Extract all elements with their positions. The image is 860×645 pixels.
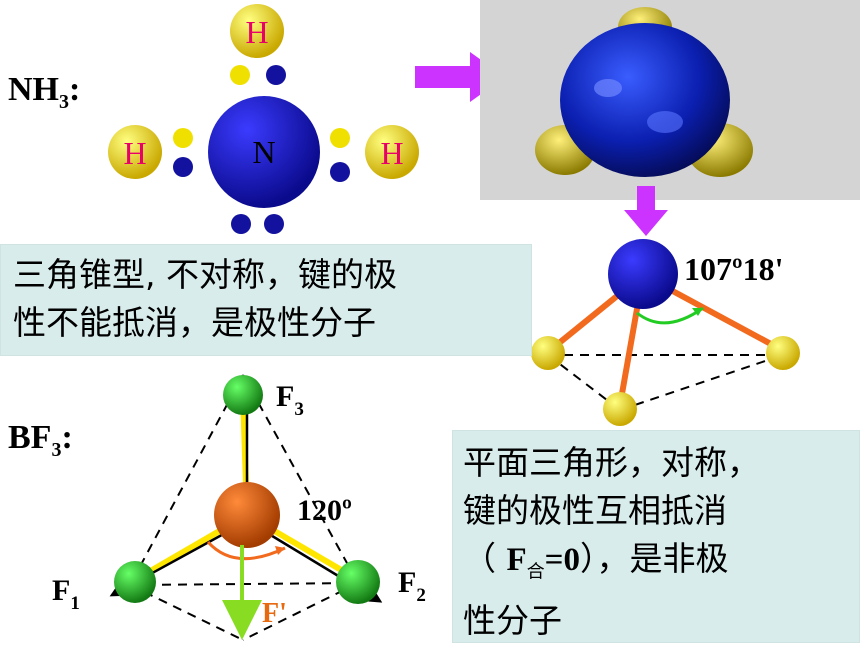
bf3-description-line2: 键的极性互相抵消: [463, 491, 727, 530]
h-atom-left-label: H: [123, 135, 146, 171]
electron-dot: [264, 214, 284, 234]
bf3-formula: BF3:: [8, 419, 73, 461]
n-atom: [208, 96, 320, 208]
nh3-formula: NH3:: [8, 71, 80, 113]
bf3-description-line4: 性分子: [463, 600, 562, 640]
electron-dot: [173, 128, 193, 148]
h-atom-top-label: H: [245, 14, 268, 50]
b-atom: [214, 482, 280, 548]
h-atom-right-label: H: [380, 135, 403, 171]
electron-dot: [173, 157, 193, 177]
electron-dot: [230, 65, 250, 85]
nh3-description-line1: 三角锥型, 不对称，键的极: [13, 255, 397, 294]
electron-dot: [330, 162, 350, 182]
bf3-structure: [109, 374, 383, 641]
nh3-3d-model: [480, 0, 860, 200]
nh3-pyramid: [531, 239, 800, 426]
arrow-down-icon: [624, 186, 668, 236]
n-atom-label: N: [252, 134, 275, 170]
n-sphere-3d: [560, 23, 730, 177]
nh3-description-box: 三角锥型, 不对称，键的极 性不能抵消，是极性分子: [0, 244, 532, 356]
bf3-description-box: 平面三角形，对称， 键的极性互相抵消 （ F合=0），是非极 性分子: [452, 430, 860, 643]
nh3-lewis-structure: N H H H: [108, 4, 419, 234]
nh3-bond-angle: 107º18': [684, 251, 783, 287]
electron-dot: [231, 214, 251, 234]
f3-label: F3: [276, 380, 304, 420]
f-prime-label: F': [262, 598, 287, 629]
f1-atom: [114, 561, 156, 603]
bf3-description-line3: （ F合=0），是非极: [463, 539, 729, 583]
h-atom-top: [230, 4, 284, 58]
electron-dot: [330, 128, 350, 148]
h-atom-right: [365, 125, 419, 179]
n-atom-pyramid: [608, 239, 678, 309]
h-atom-pyramid: [603, 392, 637, 426]
angle-arc: [636, 306, 704, 325]
electron-dot: [266, 65, 286, 85]
h-atom-pyramid: [766, 336, 800, 370]
f2-label: F2: [398, 566, 426, 606]
nh3-description-line2: 性不能抵消，是极性分子: [13, 303, 376, 342]
bf3-description-line1: 平面三角形，对称，: [463, 443, 760, 482]
h-atom-left: [108, 125, 162, 179]
f3-atom: [223, 375, 263, 415]
f1-label: F1: [52, 574, 80, 614]
h-atom-pyramid: [531, 336, 565, 370]
f2-atom: [336, 560, 380, 604]
bf3-bond-angle: 120º: [297, 494, 352, 527]
